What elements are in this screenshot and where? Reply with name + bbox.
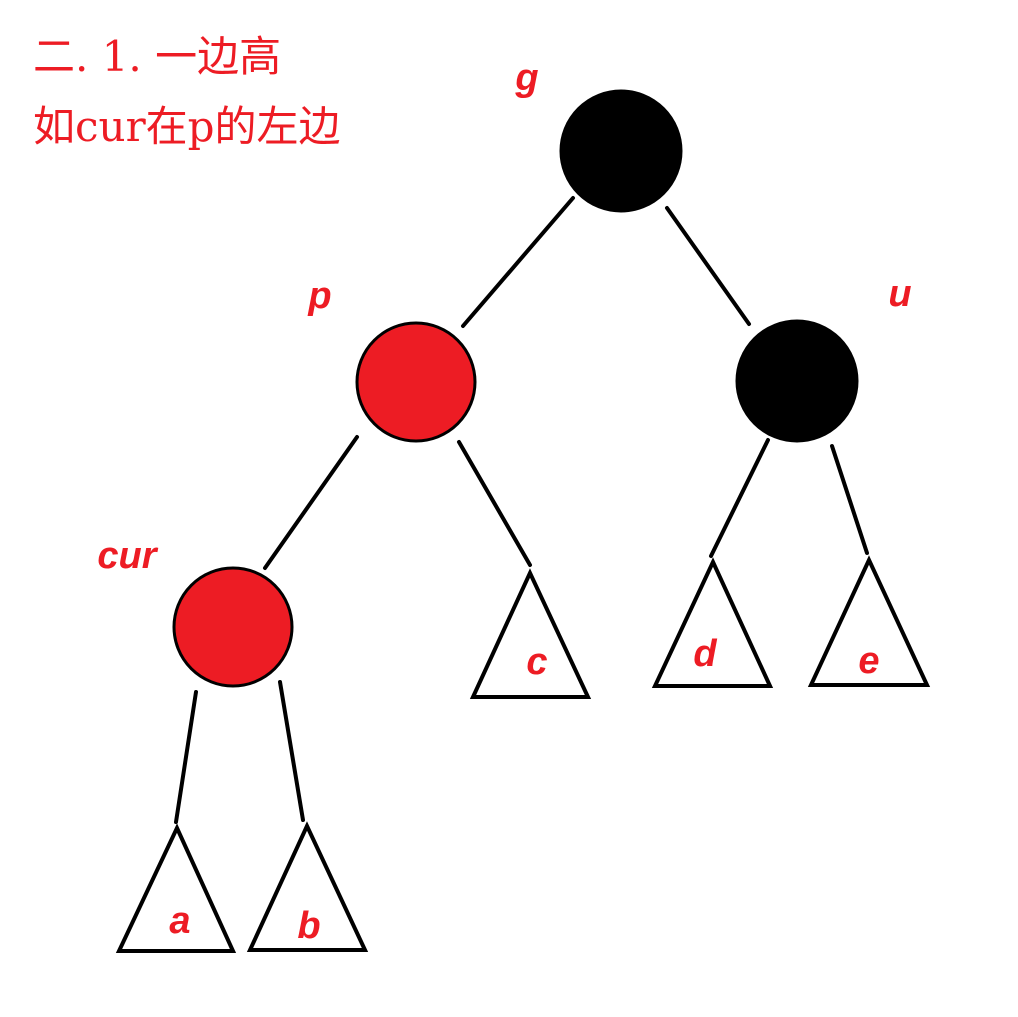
edge-g-p	[461, 196, 575, 328]
label-cur: cur	[97, 535, 158, 577]
label-c: c	[526, 641, 547, 683]
edge-u-e	[830, 444, 869, 555]
title-line-2: 如cur在p的左边	[33, 102, 341, 151]
label-g: g	[514, 57, 538, 99]
subtree-c	[469, 568, 592, 699]
label-b: b	[297, 905, 320, 947]
label-e: e	[858, 640, 879, 682]
node-p	[355, 321, 477, 443]
edge-u-d	[709, 438, 770, 558]
subtree-b	[246, 821, 369, 952]
node-cur	[172, 566, 294, 688]
subtree-d	[651, 557, 774, 688]
label-p: p	[307, 275, 331, 317]
edge-p-c	[457, 440, 532, 567]
label-u: u	[888, 273, 911, 315]
edge-cur-a	[174, 690, 198, 824]
subtree-e	[807, 555, 931, 687]
edge-p-cur	[263, 435, 359, 570]
edge-g-u	[665, 206, 751, 326]
label-d: d	[693, 633, 717, 675]
label-a: a	[169, 900, 190, 942]
subtree-a	[115, 823, 237, 953]
node-g	[559, 89, 683, 213]
edge-cur-b	[278, 680, 305, 822]
title-line-1: 二. 1. 一边高	[33, 32, 282, 81]
node-u	[735, 319, 859, 443]
